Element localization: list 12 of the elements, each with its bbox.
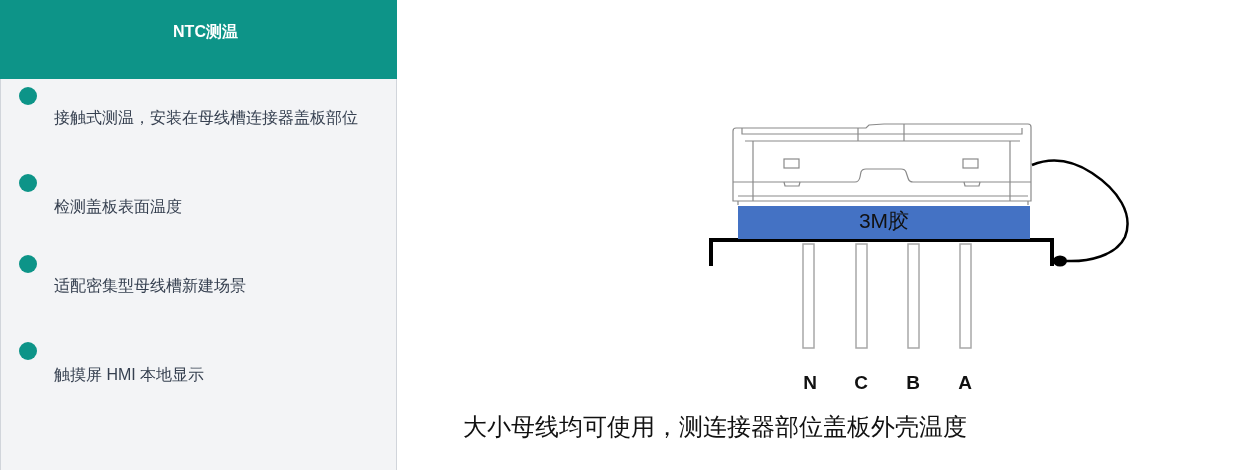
phase-label: B	[905, 371, 921, 395]
bullet-text: 适配密集型母线槽新建场景	[54, 276, 246, 296]
adhesive-tape: 3M胶	[738, 206, 1030, 239]
phase-label: C	[853, 371, 869, 395]
bullet-text: 触摸屏 HMI 本地显示	[54, 365, 205, 385]
info-panel	[0, 0, 397, 470]
phase-label: A	[957, 371, 973, 395]
bullet-text: 接触式测温，安装在母线槽连接器盖板部位	[54, 108, 358, 128]
caption: 大小母线均可使用，测连接器部位盖板外壳温度	[463, 412, 967, 442]
bullet-text: 检测盖板表面温度	[54, 197, 182, 217]
phase-label: N	[802, 371, 818, 395]
panel-heading: NTC测温	[0, 0, 397, 79]
